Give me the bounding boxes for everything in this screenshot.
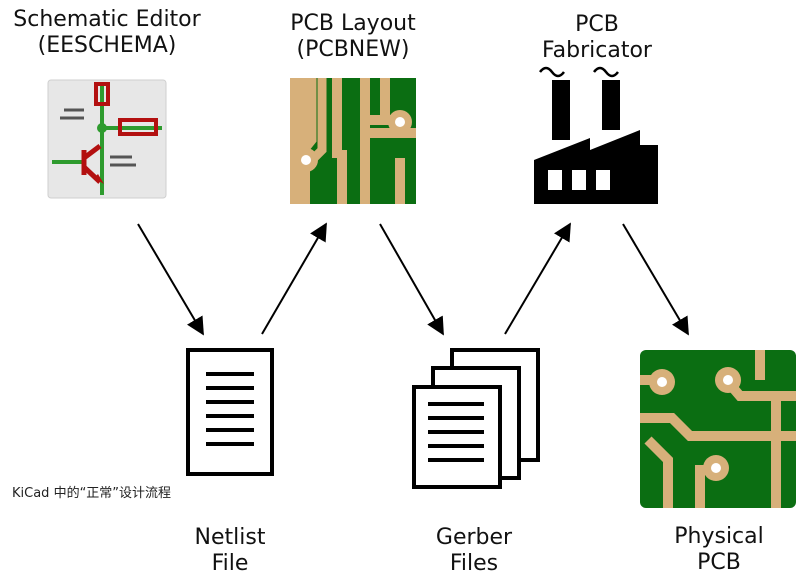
arrow-gerber-to-fabricator [504, 222, 571, 335]
physical-pcb-label-line1: Physical [674, 524, 764, 549]
schematic-editor-label: Schematic Editor (EESCHEMA) [0, 7, 214, 59]
physical-pcb-label: Physical PCB [654, 524, 784, 576]
schematic-editor-label-line1: Schematic Editor [13, 7, 201, 32]
pcb-layout-icon [290, 78, 416, 204]
netlist-file-label-line1: Netlist [194, 525, 266, 550]
pcb-layout-label: PCB Layout (PCBNEW) [263, 11, 443, 63]
arrow-fabricator-to-physical-pcb [622, 223, 689, 336]
schematic-icon [47, 79, 167, 199]
factory-icon [534, 66, 658, 204]
physical-pcb-icon [640, 350, 796, 508]
pcb-layout-label-line1: PCB Layout [290, 11, 416, 36]
gerber-files-label: Gerber Files [414, 525, 534, 577]
stacked-documents-icon [412, 348, 540, 489]
arrow-netlist-to-pcb-layout [261, 222, 327, 335]
gerber-files-label-line2: Files [449, 551, 499, 576]
figure-caption: KiCad 中的“正常”设计流程 [12, 486, 172, 501]
netlist-file-label-line2: File [211, 551, 249, 576]
physical-pcb-label-line2: PCB [697, 550, 741, 575]
gerber-files-label-line1: Gerber [435, 525, 513, 550]
pcb-layout-label-line2: (PCBNEW) [296, 37, 410, 62]
arrow-schematic-to-netlist [137, 223, 204, 336]
document-icon [186, 348, 274, 476]
schematic-editor-label-line2: (EESCHEMA) [37, 33, 177, 58]
arrow-pcb-layout-to-gerber [379, 223, 444, 336]
pcb-fabricator-label-line2: Fabricator [542, 38, 652, 63]
pcb-fabricator-label: PCB Fabricator [522, 12, 672, 64]
netlist-file-label: Netlist File [170, 525, 290, 577]
pcb-fabricator-label-line1: PCB [575, 12, 619, 37]
